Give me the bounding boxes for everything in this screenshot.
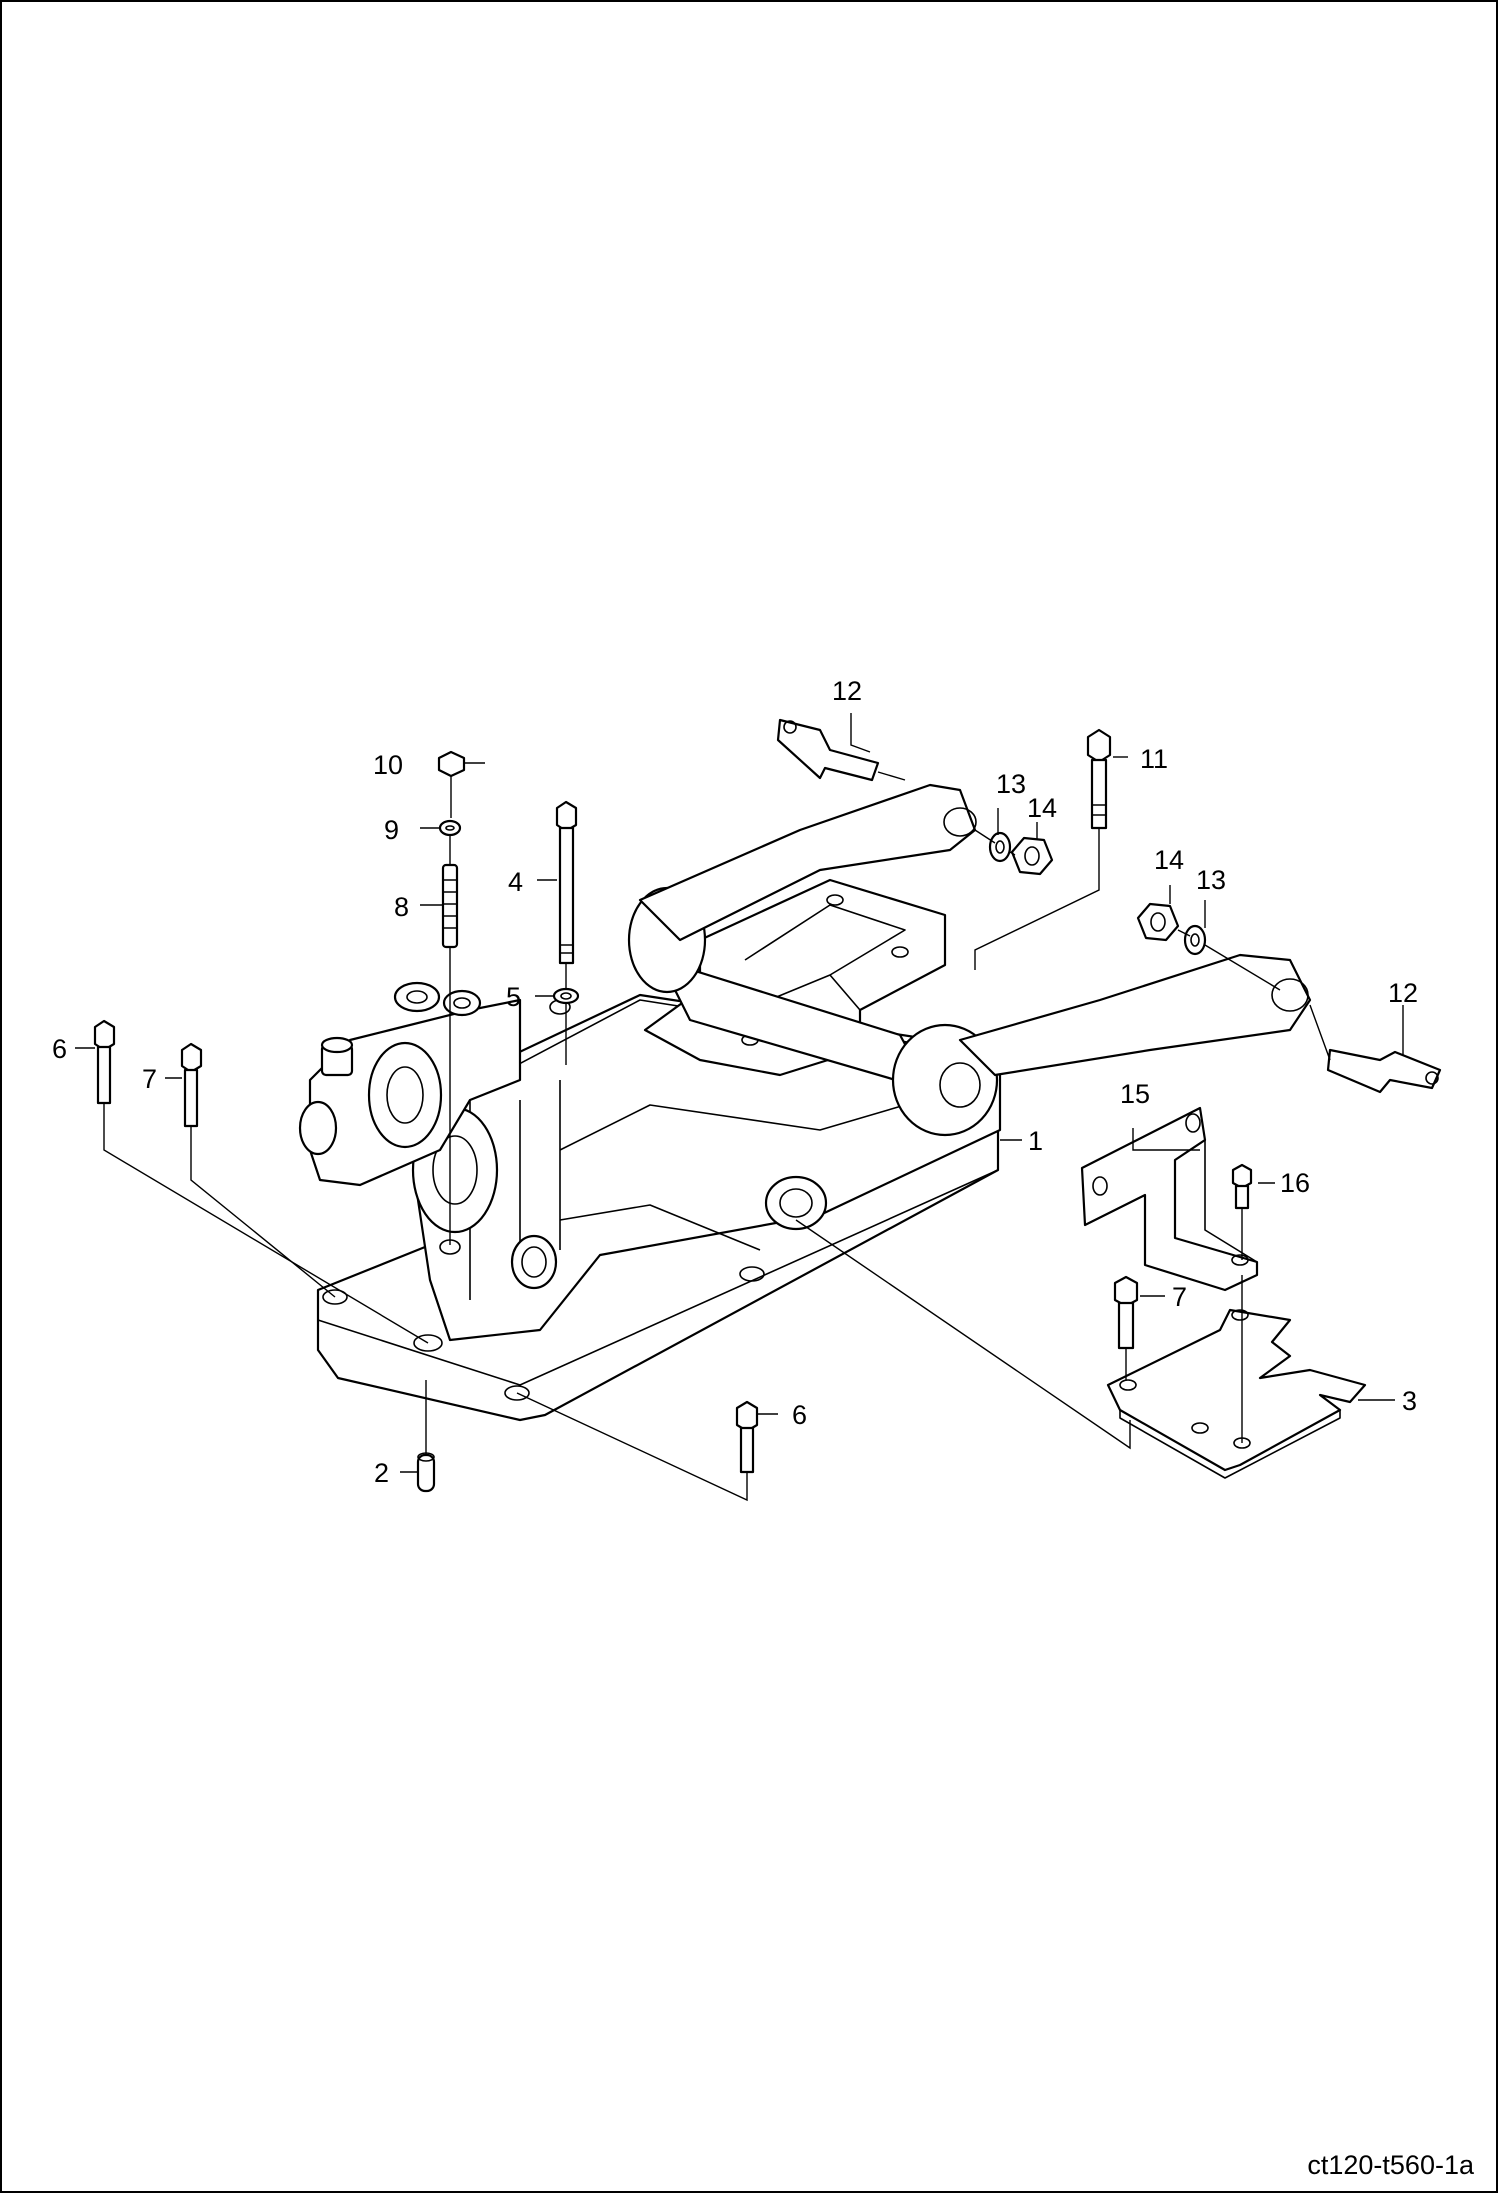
document-code: ct120-t560-1a <box>1307 2150 1474 2180</box>
callout-16: 16 <box>1280 1168 1310 1198</box>
lift-arm-lower <box>958 953 1312 1077</box>
callout-12-upper: 12 <box>832 676 862 706</box>
pin-part-2 <box>416 1452 436 1493</box>
callout-6-bottom: 6 <box>792 1400 807 1430</box>
callout-14-lower: 14 <box>1154 845 1184 875</box>
callout-13-upper: 13 <box>996 769 1026 799</box>
callout-5: 5 <box>506 982 521 1012</box>
washer-part-13-upper <box>988 831 1012 863</box>
callout-labels: 1 2 3 4 5 6 6 7 7 8 9 10 11 12 12 13 13 … <box>52 676 1418 1488</box>
callout-6-left: 6 <box>52 1034 67 1064</box>
callout-7-right: 7 <box>1172 1282 1187 1312</box>
callout-1: 1 <box>1028 1126 1043 1156</box>
control-valve <box>298 981 522 1187</box>
callout-12-lower: 12 <box>1388 978 1418 1008</box>
stud-part-8 <box>441 863 459 949</box>
bolt-part-6-bottom <box>735 1400 759 1474</box>
bolt-part-7-right <box>1113 1275 1139 1350</box>
callout-2: 2 <box>374 1458 389 1488</box>
pin-part-12-lower <box>1326 1048 1442 1094</box>
callout-13-lower: 13 <box>1196 865 1226 895</box>
nut-part-14-lower <box>1136 902 1180 942</box>
bolt-part-11 <box>1086 728 1112 830</box>
plate-part-3 <box>1106 1308 1367 1479</box>
bolt-part-7-left <box>180 1042 203 1128</box>
pin-part-12-upper <box>776 718 880 782</box>
callout-10: 10 <box>373 750 403 780</box>
callout-3: 3 <box>1402 1386 1417 1416</box>
bracket-part-15 <box>1080 1106 1259 1292</box>
washer-part-13-lower <box>1183 924 1207 956</box>
callout-8: 8 <box>394 892 409 922</box>
callout-7-left: 7 <box>142 1064 157 1094</box>
callout-9: 9 <box>384 815 399 845</box>
bolt-part-4 <box>555 800 578 965</box>
bolt-part-6-left <box>93 1019 116 1105</box>
washer-part-9 <box>438 819 462 837</box>
callout-4: 4 <box>508 867 523 897</box>
callout-15: 15 <box>1120 1079 1150 1109</box>
nut-part-10 <box>437 750 466 778</box>
callout-11: 11 <box>1140 744 1168 774</box>
callout-14-upper: 14 <box>1027 793 1057 823</box>
assembly-lines <box>75 713 1404 1502</box>
washer-part-5 <box>552 987 580 1005</box>
screw-part-16 <box>1231 1163 1253 1210</box>
nut-part-14-upper <box>1010 836 1054 876</box>
